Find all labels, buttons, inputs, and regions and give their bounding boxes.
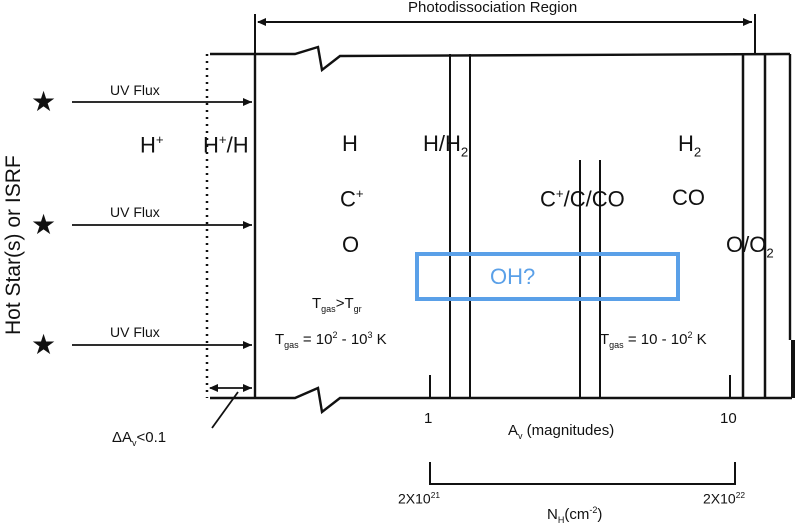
tgas-right-label: Tgas = 10 - 102 K — [600, 330, 707, 350]
nh-right-value: 2X1022 — [703, 490, 746, 507]
uv-flux-arrows — [72, 98, 252, 349]
uv-flux-label: UV Flux — [110, 82, 160, 98]
star-icon: ★ — [31, 329, 57, 360]
uv-flux-label: UV Flux — [110, 204, 160, 220]
oh-label: OH? — [490, 264, 536, 289]
oh-highlight-box — [415, 252, 680, 301]
zone-h-plus: H+ — [140, 132, 164, 158]
star-icon: ★ — [31, 209, 57, 240]
av-tick-label-1: 1 — [424, 410, 433, 427]
zone-c-plus: C+ — [340, 186, 364, 212]
zone-h2: H2 — [678, 131, 702, 160]
av-ticks — [429, 375, 731, 398]
uv-flux-label: UV Flux — [110, 324, 160, 340]
region-box — [210, 45, 795, 415]
delta-av-arrow — [209, 384, 252, 429]
nh-axis-label: NH(cm-2) — [547, 505, 603, 525]
tgas-left-label: Tgas = 102 - 103 K — [275, 330, 387, 350]
region-title: Photodissociation Region — [408, 0, 578, 16]
zone-h-h2: H/H2 — [423, 131, 469, 160]
tgas-gt-tgr-label: Tgas>Tgr — [312, 295, 362, 314]
nh-left-value: 2X1021 — [398, 490, 441, 507]
delta-av-label: ΔAv<0.1 — [112, 429, 167, 448]
zone-co: CO — [672, 185, 705, 210]
zone-o-o2: O/O2 — [726, 232, 774, 261]
zone-c-c-co: C+/C/CO — [540, 186, 625, 212]
region-span-arrow — [254, 14, 756, 54]
zone-h-plus-h: H+/H — [203, 132, 249, 158]
av-tick-label-10: 10 — [720, 410, 737, 427]
zone-o: O — [342, 232, 360, 257]
zone-h: H — [342, 131, 358, 156]
star-icon: ★ — [31, 86, 57, 117]
nh-bracket — [429, 462, 736, 485]
source-axis-label: Hot Star(s) or ISRF — [2, 155, 25, 335]
av-axis-label: Av (magnitudes) — [508, 422, 615, 441]
transition-lines — [449, 54, 767, 398]
